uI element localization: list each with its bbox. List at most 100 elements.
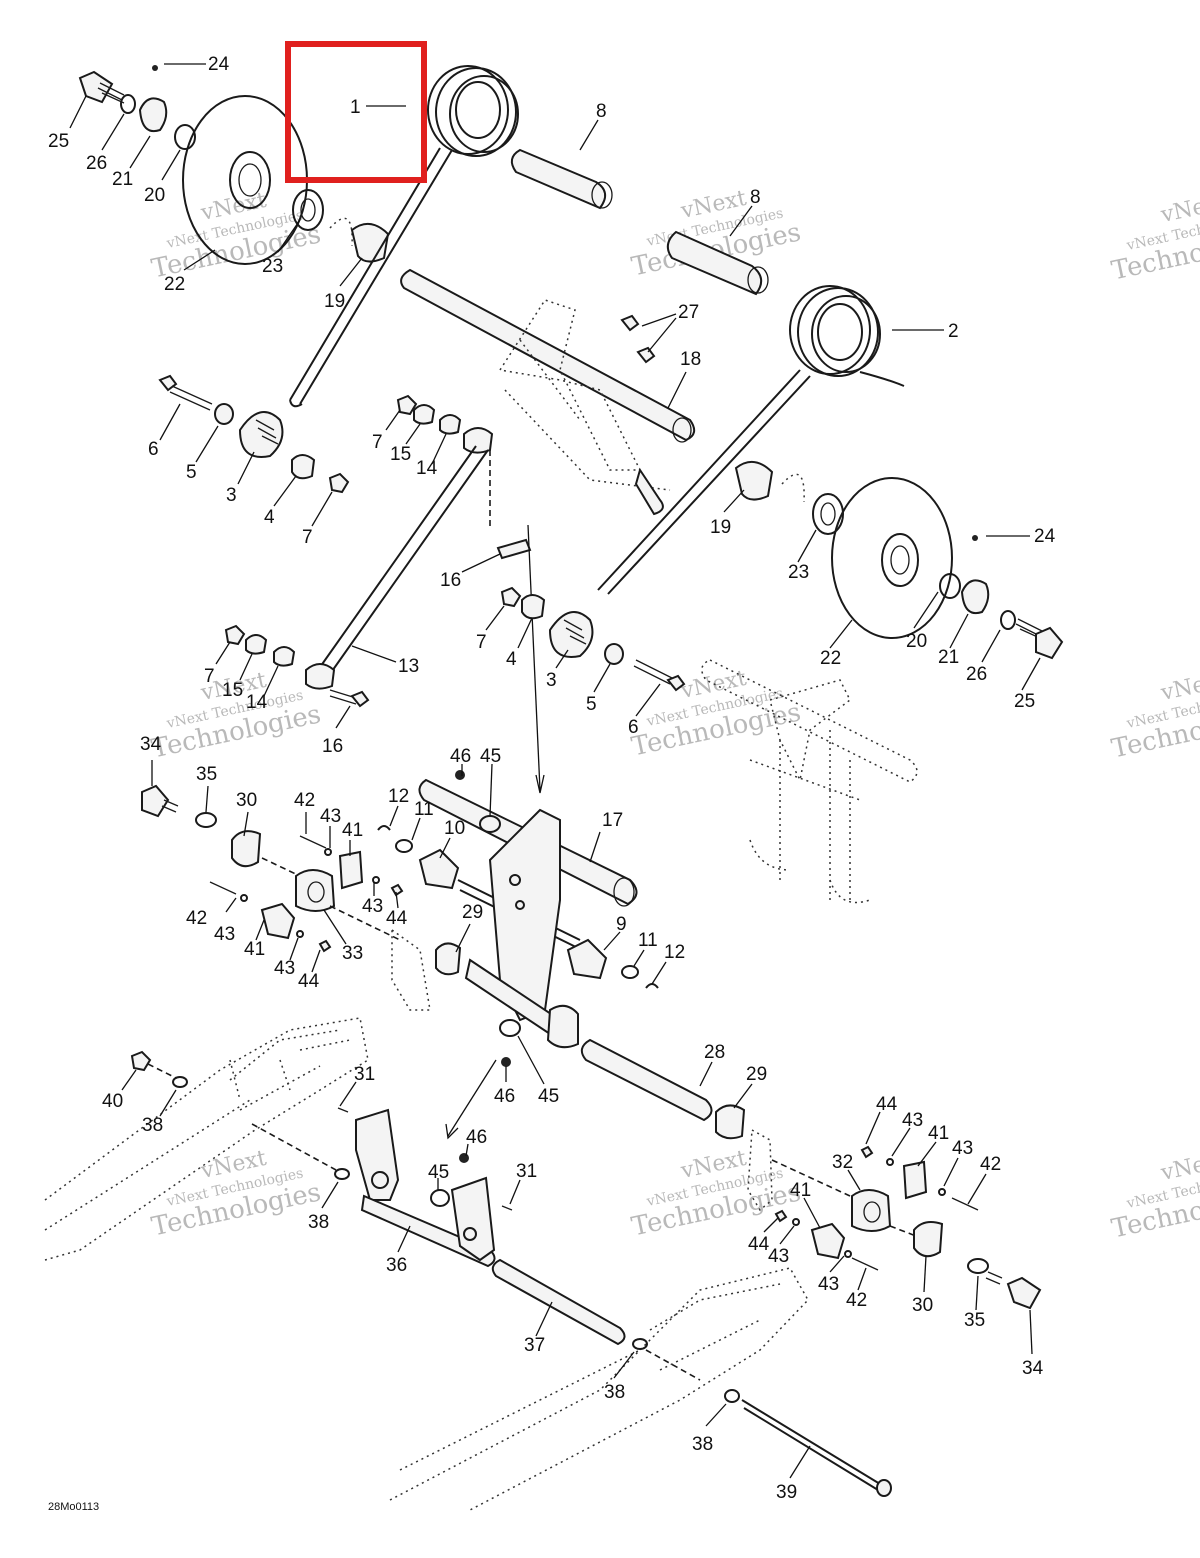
callout-43: 43 [362, 896, 383, 917]
shaft-28 [580, 1038, 713, 1122]
nut-40 [130, 1050, 152, 1072]
callout-44: 44 [876, 1094, 898, 1115]
torsion-spring-2 [597, 285, 905, 595]
callout-23: 23 [788, 562, 809, 583]
bearing-23-left [292, 189, 324, 231]
bracket-36-right [450, 1176, 496, 1262]
washer-38-bottom [724, 1389, 740, 1403]
callout-14: 14 [246, 692, 268, 713]
bushing-9 [566, 938, 608, 980]
callout-46: 46 [494, 1086, 515, 1107]
bushing-29-right [715, 1104, 746, 1140]
bolt-27 [620, 314, 640, 332]
callout-11: 11 [414, 799, 434, 820]
upper-idler-assembly [78, 41, 1064, 904]
nut-44-right-lower [774, 1209, 788, 1223]
nut-7-lower [224, 624, 246, 646]
ring-20-left [174, 124, 196, 150]
spacer-15-lower [245, 634, 268, 655]
callout-38: 38 [692, 1434, 713, 1455]
link-13-lower-eye [305, 663, 336, 690]
callout-22: 22 [820, 648, 841, 669]
front-arm-assembly [141, 770, 746, 1140]
pin-31-left [337, 1107, 349, 1113]
nut-44-upper [390, 883, 404, 897]
callout-42: 42 [294, 790, 315, 811]
washer-26-left [120, 94, 136, 114]
washer-38-lower-left [334, 1168, 350, 1180]
callout-11: 11 [638, 930, 658, 951]
callout-38: 38 [142, 1115, 163, 1136]
callout-41: 41 [342, 820, 363, 841]
callout-35: 35 [196, 764, 217, 785]
callout-39: 39 [776, 1482, 797, 1503]
bushing-5-right [604, 643, 624, 665]
idler-wheel-hub-left [229, 151, 271, 209]
callout-30: 30 [236, 790, 257, 811]
bolt-6-left [158, 374, 178, 392]
watermark: vNext vNext Technologies Technologies [1109, 668, 1200, 765]
link-13-upper-eye [463, 427, 494, 454]
callout-26: 26 [966, 664, 987, 685]
pin-31-right [501, 1205, 513, 1211]
callout-38: 38 [604, 1382, 625, 1403]
callout-24: 24 [1034, 526, 1056, 547]
bolt-25-right [1035, 626, 1064, 660]
callout-29: 29 [746, 1064, 767, 1085]
callout-38: 38 [308, 1212, 329, 1233]
callout-22: 22 [164, 274, 185, 295]
callout-43: 43 [952, 1138, 973, 1159]
callout-41: 41 [790, 1180, 811, 1201]
callout-42: 42 [980, 1154, 1001, 1175]
callout-13: 13 [398, 656, 419, 677]
bushing-19-right [734, 461, 774, 501]
callout-43: 43 [274, 958, 295, 979]
callout-16: 16 [322, 736, 343, 757]
arm-3-left [238, 411, 284, 458]
clamp-41-lower [260, 902, 296, 940]
long-bolt-39 [741, 1399, 881, 1491]
callout-45: 45 [538, 1086, 559, 1107]
callout-43: 43 [768, 1246, 789, 1267]
callout-2: 2 [948, 321, 959, 342]
bushing-29-left [435, 942, 462, 976]
callout-36: 36 [386, 1255, 407, 1276]
callout-46: 46 [466, 1127, 487, 1148]
washer-11-upper [395, 839, 413, 853]
callout-20: 20 [144, 185, 165, 206]
callout-7: 7 [204, 666, 215, 687]
callout-19: 19 [324, 291, 345, 312]
callout-37: 37 [524, 1335, 545, 1356]
spacer-14-lower [273, 646, 296, 667]
tube-8-lower [666, 230, 763, 296]
callout-44: 44 [386, 908, 408, 929]
bushing-30-left [231, 830, 262, 868]
callout-5: 5 [186, 462, 197, 483]
clamp-41-right-lower [810, 1222, 846, 1260]
washer-35-left [195, 812, 217, 828]
washer-26-right [1000, 610, 1016, 630]
watermark: vNext vNext Technologies Technologies [629, 1146, 804, 1243]
rod-37 [491, 1258, 626, 1346]
callout-33: 33 [342, 943, 363, 964]
drawing-code: 28Mo0113 [48, 1501, 99, 1513]
spacer-14 [439, 414, 462, 435]
callout-41: 41 [928, 1123, 949, 1144]
callout-21: 21 [938, 647, 959, 668]
screw-42-lower [209, 881, 237, 895]
torsion-spring-1 [289, 65, 519, 408]
callout-20: 20 [906, 631, 927, 652]
washer-35-right [967, 1258, 989, 1274]
watermark: vNext vNext Technologies Technologies [1109, 190, 1200, 287]
callout-32: 32 [832, 1152, 853, 1173]
spacer-4-right [521, 594, 546, 620]
callout-45: 45 [428, 1162, 449, 1183]
callout-34: 34 [1022, 1358, 1044, 1379]
bolt-34-left [141, 784, 170, 818]
watermark: vNext vNext Technologies Technologies [149, 668, 324, 765]
callout-42: 42 [846, 1290, 867, 1311]
screw-42-right-lower [851, 1257, 879, 1271]
callout-18: 18 [680, 349, 701, 370]
svg-text:vNext: vNext [1158, 1148, 1200, 1186]
